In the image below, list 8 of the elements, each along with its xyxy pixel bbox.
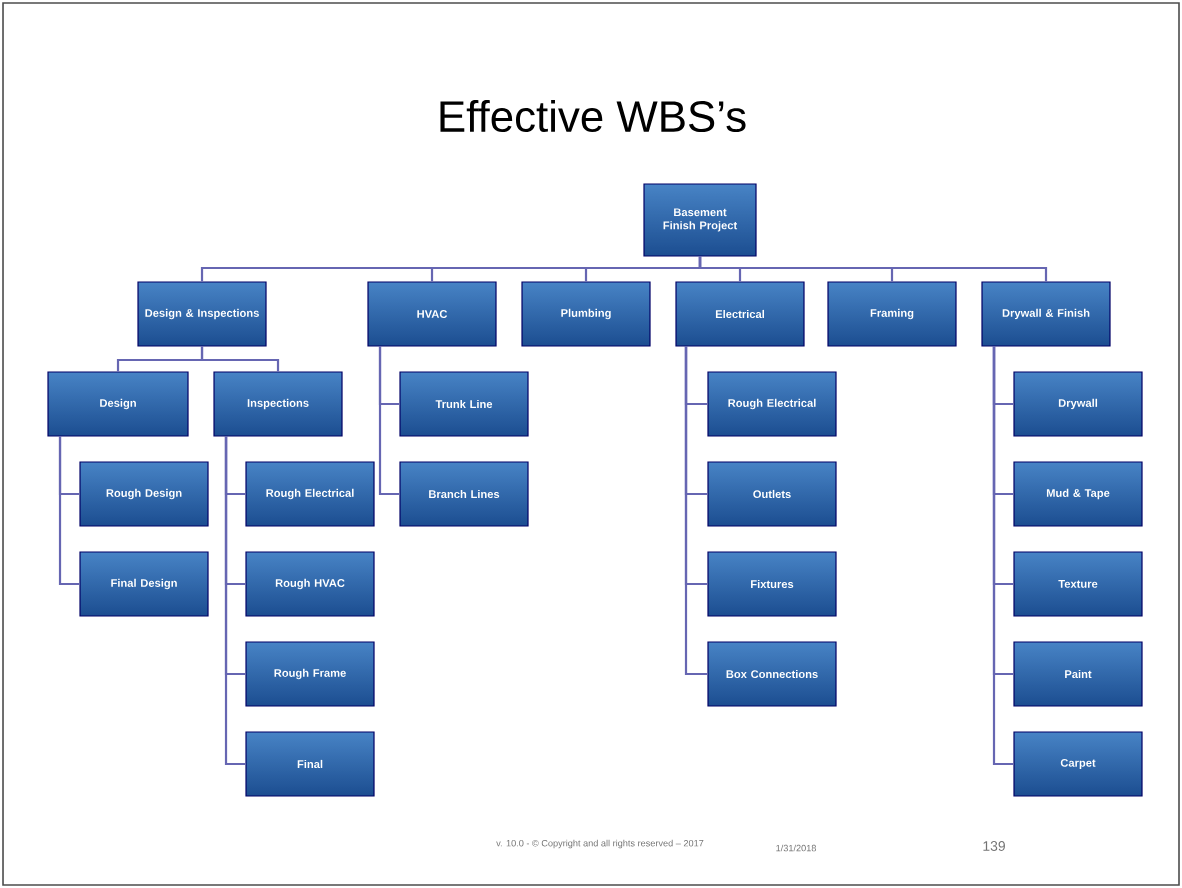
connector-line — [378, 346, 400, 496]
connector-line — [684, 346, 708, 676]
connector-line — [200, 346, 280, 372]
connector-line — [992, 346, 1014, 766]
connector-line — [224, 436, 246, 766]
slide-title: Effective WBS’s — [440, 99, 746, 133]
connector-line — [698, 256, 1048, 282]
connector-line — [58, 436, 80, 586]
